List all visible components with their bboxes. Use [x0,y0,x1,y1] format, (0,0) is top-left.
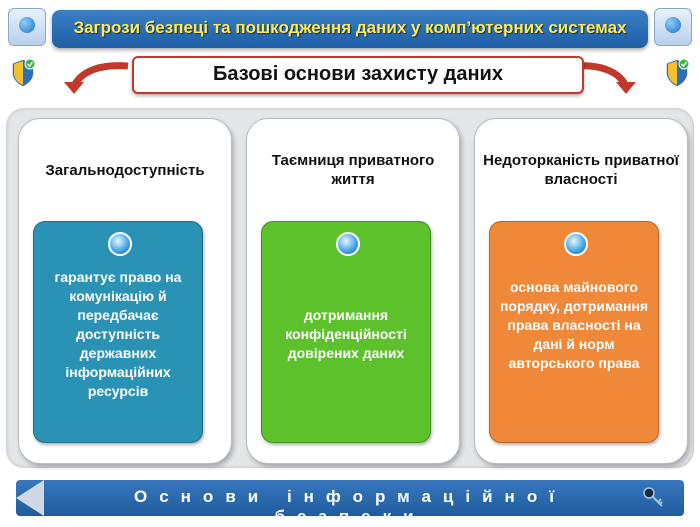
header-banner: Загрози безпеці та пошкодження даних у к… [52,10,648,48]
card-availability: Загальнодоступність гарантує право на ко… [18,118,232,464]
arrow-left-icon[interactable] [16,480,44,516]
curved-arrow-icon [64,62,129,94]
bead-icon [108,232,132,256]
robot-icon [654,8,692,46]
card-body-text: основа майнового порядку, дотримання пра… [499,279,649,371]
card-body-box: основа майнового порядку, дотримання пра… [489,221,659,443]
page-title: Загрози безпеці та пошкодження даних у к… [73,18,627,37]
card-body-text: дотримання конфіденційності довірених да… [285,307,407,361]
card-title: Недоторканість приватної власності [483,152,679,188]
section-title: Базові основи захисту даних [213,63,503,85]
subtitle-box: Базові основи захисту даних [132,56,584,94]
footer-title: Основи інформаційної безпеки [133,487,566,526]
card-privacy: Таємниця приватного життя дотримання кон… [246,118,460,464]
shield-check-icon [11,58,36,88]
shield-check-icon [665,58,690,88]
card-title: Таємниця приватного життя [271,152,435,188]
card-title: Загальнодоступність [45,162,205,179]
card-body-box: дотримання конфіденційності довірених да… [261,221,431,443]
footer-bar: Основи інформаційної безпеки [16,480,684,526]
bead-icon [564,232,588,256]
key-icon [643,487,663,507]
bead-icon [336,232,360,256]
card-body-text: гарантує право на комунікацію й передбач… [54,269,182,399]
card-property: Недоторканість приватної власності основ… [474,118,688,464]
card-body-box: гарантує право на комунікацію й передбач… [33,221,203,443]
robot-icon [8,8,46,46]
